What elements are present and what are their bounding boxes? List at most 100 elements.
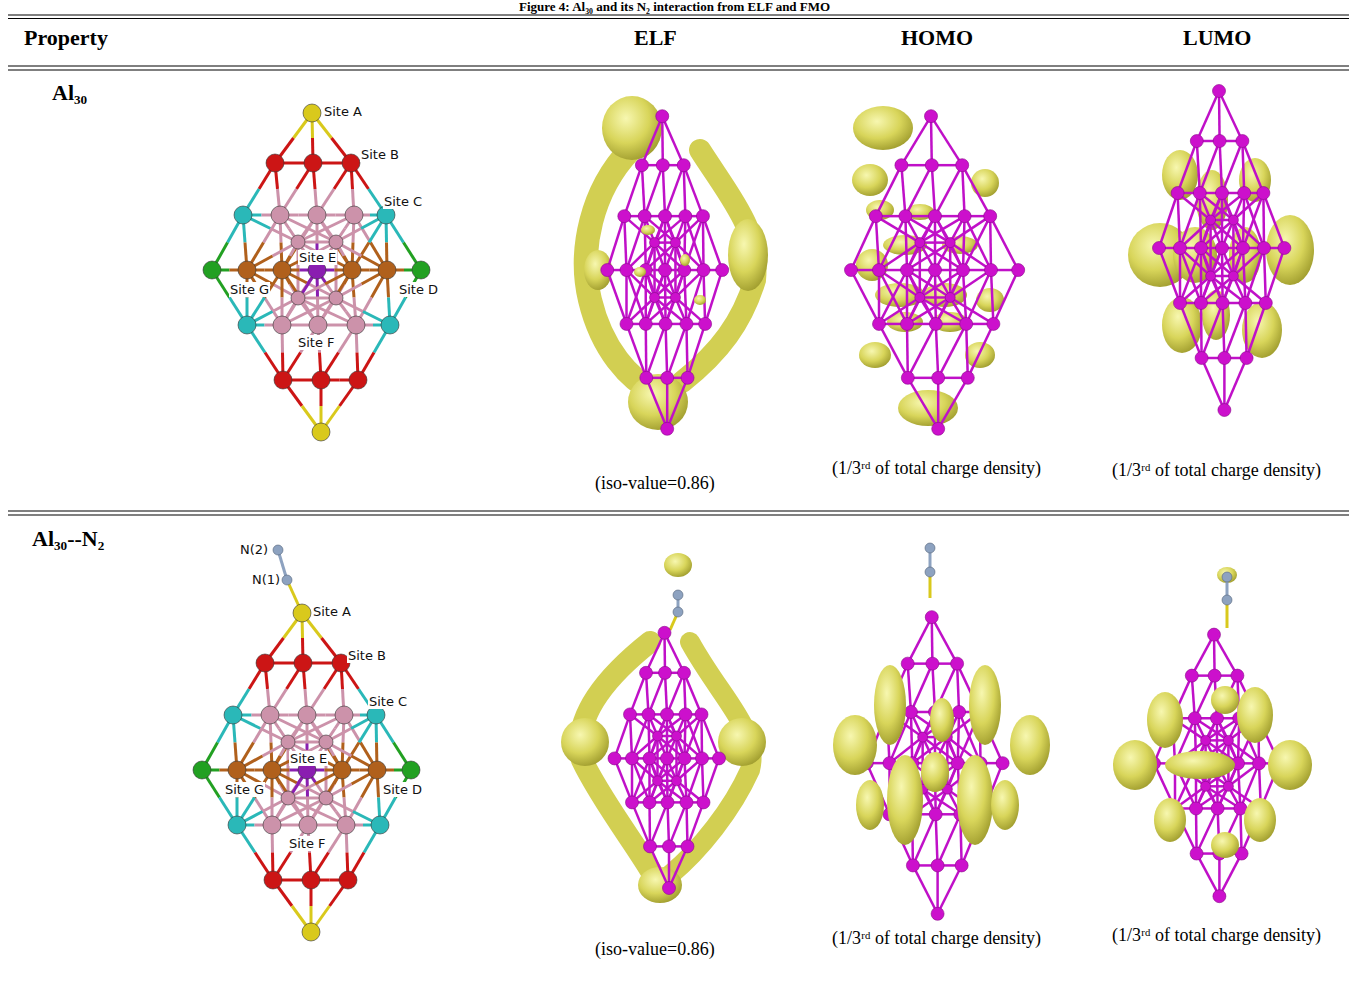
bond <box>615 714 631 758</box>
n-atom <box>925 567 935 577</box>
bond <box>1222 141 1242 193</box>
orbital-lobe <box>957 755 993 845</box>
al-atom <box>266 154 284 172</box>
al-atom <box>640 666 653 679</box>
al-atom <box>333 761 351 779</box>
al-atom <box>932 371 945 384</box>
orbital-lobe <box>991 780 1019 830</box>
al-atom <box>298 706 316 724</box>
al-atom <box>987 317 1000 330</box>
bond <box>684 270 686 324</box>
al-atom <box>953 705 966 718</box>
bond <box>666 378 669 429</box>
bond <box>936 324 938 378</box>
al-atom <box>309 316 327 334</box>
al-atom <box>661 422 674 435</box>
n-atom <box>925 543 935 553</box>
bond <box>991 270 993 324</box>
rule <box>8 69 1349 70</box>
al-atom <box>228 816 246 834</box>
density-caption: (1/3ʳᵈ of total charge density) <box>1112 459 1321 481</box>
al-atom <box>302 923 320 941</box>
al-atom <box>312 371 330 389</box>
bond <box>931 617 934 664</box>
bond <box>667 324 686 378</box>
al-atom <box>273 261 291 279</box>
al-atom <box>681 371 694 384</box>
al-atom <box>661 752 674 765</box>
al-atom <box>901 317 914 330</box>
bond <box>684 165 686 216</box>
al-atom <box>337 816 355 834</box>
bond <box>1224 358 1246 410</box>
bond <box>645 324 648 378</box>
orbital-lobe <box>852 164 888 196</box>
al-atom <box>640 371 653 384</box>
column-header: Property <box>24 25 108 51</box>
bond <box>1202 358 1225 410</box>
bond <box>1264 248 1266 303</box>
al-atom <box>291 235 305 249</box>
bond <box>1247 303 1266 358</box>
bond <box>661 116 664 165</box>
bond <box>957 664 959 712</box>
bond <box>938 865 962 913</box>
bond <box>1180 303 1202 358</box>
orbital-lobe <box>1217 567 1237 583</box>
al-atom <box>1188 712 1201 725</box>
al-atom <box>958 210 971 223</box>
bond <box>650 846 669 888</box>
density-caption: (1/3ʳᵈ of total charge density) <box>832 457 1041 479</box>
bond <box>936 814 938 865</box>
site-label: Site A <box>323 104 363 119</box>
al-atom <box>961 371 974 384</box>
al-atom <box>638 210 651 223</box>
al-atom <box>263 816 281 834</box>
al-atom <box>945 292 955 302</box>
orbital-lobe <box>921 752 949 792</box>
al-atom <box>925 159 938 172</box>
bond <box>667 378 687 429</box>
al-atom <box>329 291 343 305</box>
orbital-lobe <box>694 295 706 305</box>
bond <box>1202 303 1223 358</box>
density-caption: (1/3ʳᵈ of total charge density) <box>832 927 1041 949</box>
al-atom <box>1237 242 1250 255</box>
al30-cluster <box>1153 85 1291 417</box>
al-atom <box>931 907 944 920</box>
al-atom <box>299 816 317 834</box>
orbital-lobe <box>853 106 913 150</box>
bond <box>962 165 964 216</box>
al-atom <box>925 110 938 123</box>
bond <box>1243 193 1244 248</box>
al-atom <box>293 604 311 622</box>
bond <box>908 664 911 712</box>
bond <box>993 270 1018 324</box>
al-atom <box>681 840 694 853</box>
al-atom <box>644 840 657 853</box>
al-atom <box>319 791 333 805</box>
bond <box>666 324 668 378</box>
orbital-lobe <box>628 374 688 430</box>
bond <box>688 324 706 378</box>
bond <box>665 165 684 216</box>
al-atom <box>624 708 637 721</box>
bond <box>702 714 720 758</box>
al-atom <box>381 316 399 334</box>
al-atom <box>1223 735 1233 745</box>
al-atom <box>618 210 631 223</box>
al-atom <box>303 104 321 122</box>
column-header: ELF <box>634 25 677 51</box>
al-atom <box>656 110 669 123</box>
al-atom <box>368 761 386 779</box>
al-atom <box>620 264 633 277</box>
bond <box>911 664 932 712</box>
bond <box>907 243 950 270</box>
al-atom <box>1012 264 1025 277</box>
al-atom <box>1231 669 1244 682</box>
bond <box>908 617 932 664</box>
bond <box>646 324 665 378</box>
rule <box>8 65 1349 66</box>
al30-cluster <box>203 104 430 441</box>
